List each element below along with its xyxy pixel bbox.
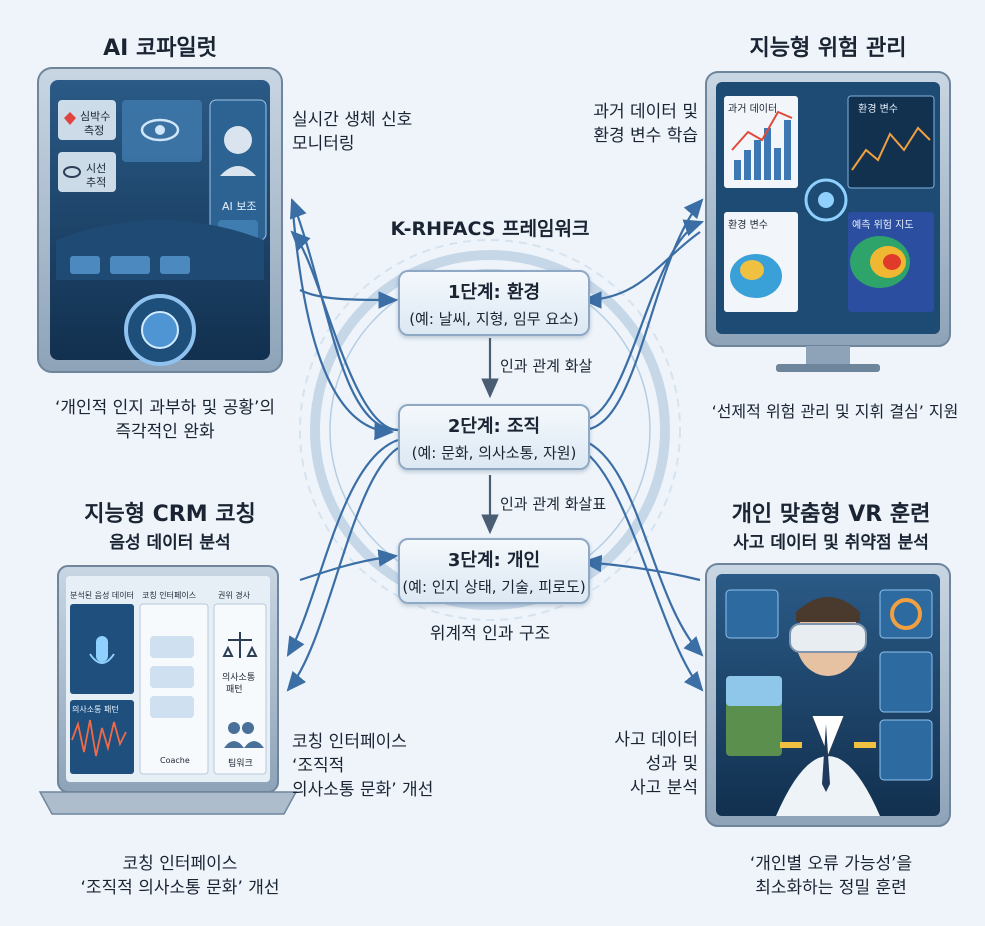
risk-display [705, 71, 951, 372]
crm-callout-line-3: 의사소통 문화’ 개선 [292, 780, 434, 800]
teamwork-label: 팀워크 [228, 759, 253, 769]
stage-3-box: 3단계: 개인 (예: 인지 상태, 기술, 피로도) [398, 538, 590, 604]
vr-callout-line-2: 성과 및 [645, 754, 698, 774]
crm-subtitle: 음성 데이터 분석 [109, 533, 231, 553]
crm-laptop [38, 565, 298, 815]
coaching-ui-label: 코칭 인터페이스 [142, 591, 197, 600]
comm-pattern-label-1: 의사소통 패턴 [72, 705, 119, 714]
vr-display [705, 563, 951, 827]
copilot-caption-line-2: 즉각적인 완화 [115, 422, 215, 442]
authority-gradient-label: 권위 경사 [218, 591, 250, 600]
stage-2-title: 2단계: 조직 [447, 416, 541, 437]
stage-1-example: (예: 날씨, 지형, 임무 요소) [409, 310, 579, 328]
causal-arrow-label-2: 인과 관계 화살표 [500, 495, 607, 513]
left-connector-arrows [286, 197, 399, 692]
stage-2-example: (예: 문화, 의사소통, 자원) [411, 444, 577, 462]
vr-callout-line-1: 사고 데이터 [614, 730, 698, 750]
right-connector-arrows [581, 198, 705, 692]
env-variable-label-bottom: 환경 변수 [728, 220, 768, 231]
stage-1-title: 1단계: 환경 [447, 282, 541, 303]
crm-callout-line-2: ‘조직적 [292, 756, 345, 776]
crm-caption-line-2: ‘조직적 의사소통 문화’ 개선 [80, 878, 280, 898]
stage-2-box: 2단계: 조직 (예: 문화, 의사소통, 자원) [398, 404, 590, 470]
copilot-callout-line-2: 모니터링 [292, 134, 355, 154]
framework-title: K-RHFACS 프레임워크 [390, 218, 590, 240]
copilot-title: AI 코파일럿 [103, 36, 217, 61]
risk-map-label: 예측 위험 지도 [852, 220, 914, 231]
gaze-tracking-label-2: 추적 [86, 176, 107, 189]
risk-callout-line-1: 과거 데이터 및 [593, 102, 698, 122]
ai-assist-label: AI 보조 [222, 200, 257, 213]
vr-callout-line-3: 사고 분석 [630, 778, 698, 798]
heart-rate-label-1: 심박수 [80, 110, 111, 123]
vr-caption-line-2: 최소화하는 정밀 훈련 [755, 878, 907, 898]
crm-caption-line-1: 코칭 인터페이스 [122, 854, 238, 874]
vr-subtitle: 사고 데이터 및 취약점 분석 [733, 533, 929, 553]
vr-caption-line-1: ‘개인별 오류 가능성’을 [749, 854, 913, 874]
copilot-callout-line-1: 실시간 생체 신호 [292, 110, 413, 130]
coach-button-label: Coache [160, 756, 190, 765]
crm-callout-line-1: 코칭 인터페이스 [292, 732, 407, 752]
comm-pattern-label-2b: 패턴 [226, 685, 243, 695]
vr-title: 개인 맞춤형 VR 훈련 [731, 502, 931, 527]
hierarchical-structure-label: 위계적 인과 구조 [429, 624, 551, 644]
voice-data-label: 분석된 음성 데이터 [70, 591, 134, 600]
copilot-caption-line-1: ‘개인적 인지 과부하 및 공황’의 [54, 398, 276, 418]
risk-callout-line-2: 환경 변수 학습 [593, 126, 698, 146]
risk-title: 지능형 위험 관리 [749, 36, 907, 61]
risk-caption: ‘선제적 위험 관리 및 지휘 결심’ 지원 [711, 402, 959, 421]
past-data-label: 과거 데이터 [728, 104, 778, 115]
stage-1-box: 1단계: 환경 (예: 날씨, 지형, 임무 요소) [398, 270, 590, 336]
stage-3-title: 3단계: 개인 [447, 550, 541, 571]
crm-title: 지능형 CRM 코칭 [84, 502, 256, 527]
gaze-tracking-label-1: 시선 [86, 162, 107, 175]
stage-3-example: (예: 인지 상태, 기술, 피로도) [402, 578, 586, 596]
comm-pattern-label-2a: 의사소통 [222, 673, 256, 683]
copilot-display [37, 67, 283, 373]
env-variable-label-top: 환경 변수 [858, 104, 898, 115]
causal-arrow-label-1: 인과 관계 화살 [500, 357, 593, 375]
heart-rate-label-2: 측정 [84, 124, 105, 137]
